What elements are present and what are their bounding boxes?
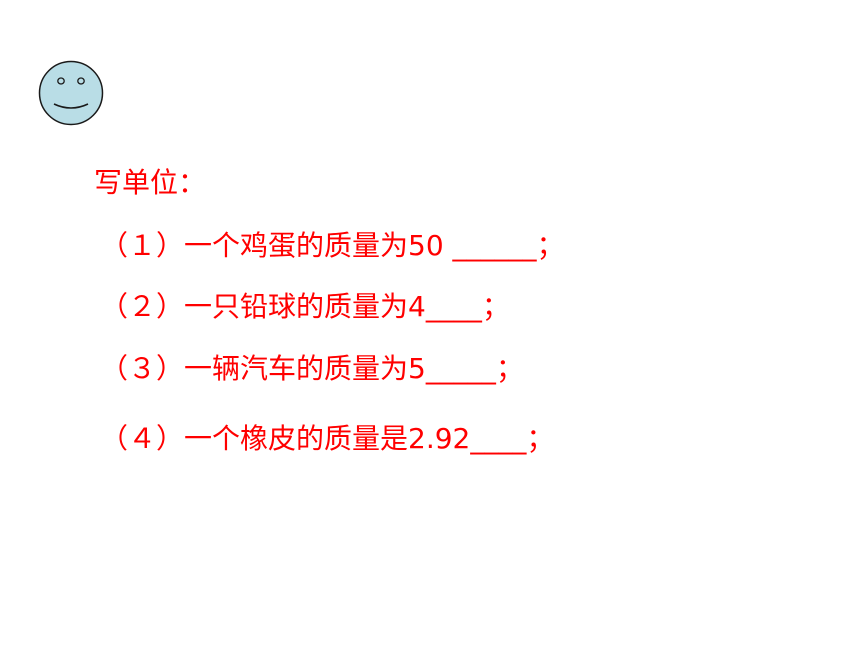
question-3: （３）一辆汽车的质量为5_____； [100,352,524,385]
smiley-face-icon [38,60,104,126]
question-2: （２）一只铅球的质量为4____； [100,290,510,323]
exercise-heading: 写单位： [94,166,207,199]
question-4: （４）一个橡皮的质量是2.92____； [100,422,555,455]
question-1: （１）一个鸡蛋的质量为50 ______； [100,229,565,262]
